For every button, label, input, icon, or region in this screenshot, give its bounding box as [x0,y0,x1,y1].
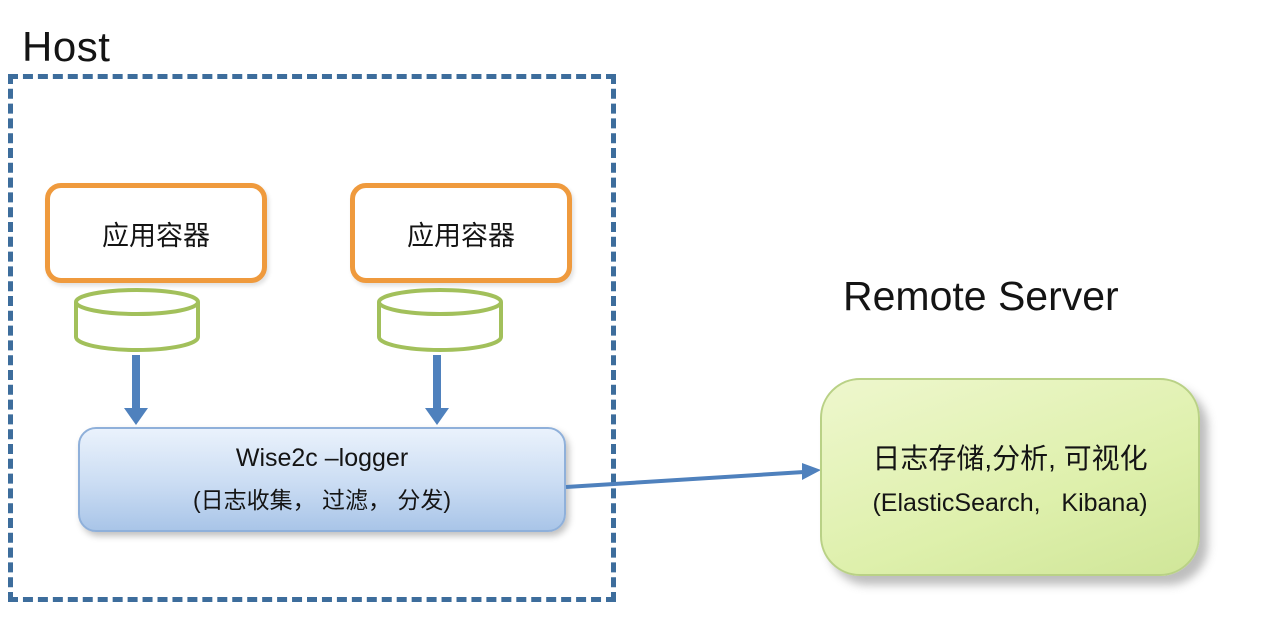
app-container-box-2: 应用容器 [350,183,572,283]
arrow-shaft [132,355,140,408]
arrow-right-icon [565,463,821,489]
remote-server-stack: (ElasticSearch, Kibana) [872,488,1148,517]
log-volume-cylinder-icon-1 [74,288,200,352]
arrow-down-icon-1 [124,355,148,425]
host-boundary-box [8,74,616,602]
log-volume-cylinder-icon-2 [377,288,503,352]
logger-box: Wise2c –logger (日志收集， 过滤， 分发) [78,427,566,532]
arrow-shaft [433,355,441,408]
logger-title: Wise2c –logger [235,444,409,472]
arrow-head [425,408,449,425]
app-container-box-1: 应用容器 [45,183,267,283]
arrow-down-icon-2 [425,355,449,425]
host-group-label: Host [22,23,111,70]
logger-subtitle: (日志收集， 过滤， 分发) [192,487,452,513]
remote-server-box: 日志存储,分析, 可视化 (ElasticSearch, Kibana) [820,378,1200,576]
app-container-label-1: 应用容器 [102,220,210,251]
remote-server-heading: Remote Server [843,273,1119,319]
remote-server-description: 日志存储,分析, 可视化 [872,442,1148,474]
app-container-label-2: 应用容器 [407,220,515,251]
arrow-head [124,408,148,425]
